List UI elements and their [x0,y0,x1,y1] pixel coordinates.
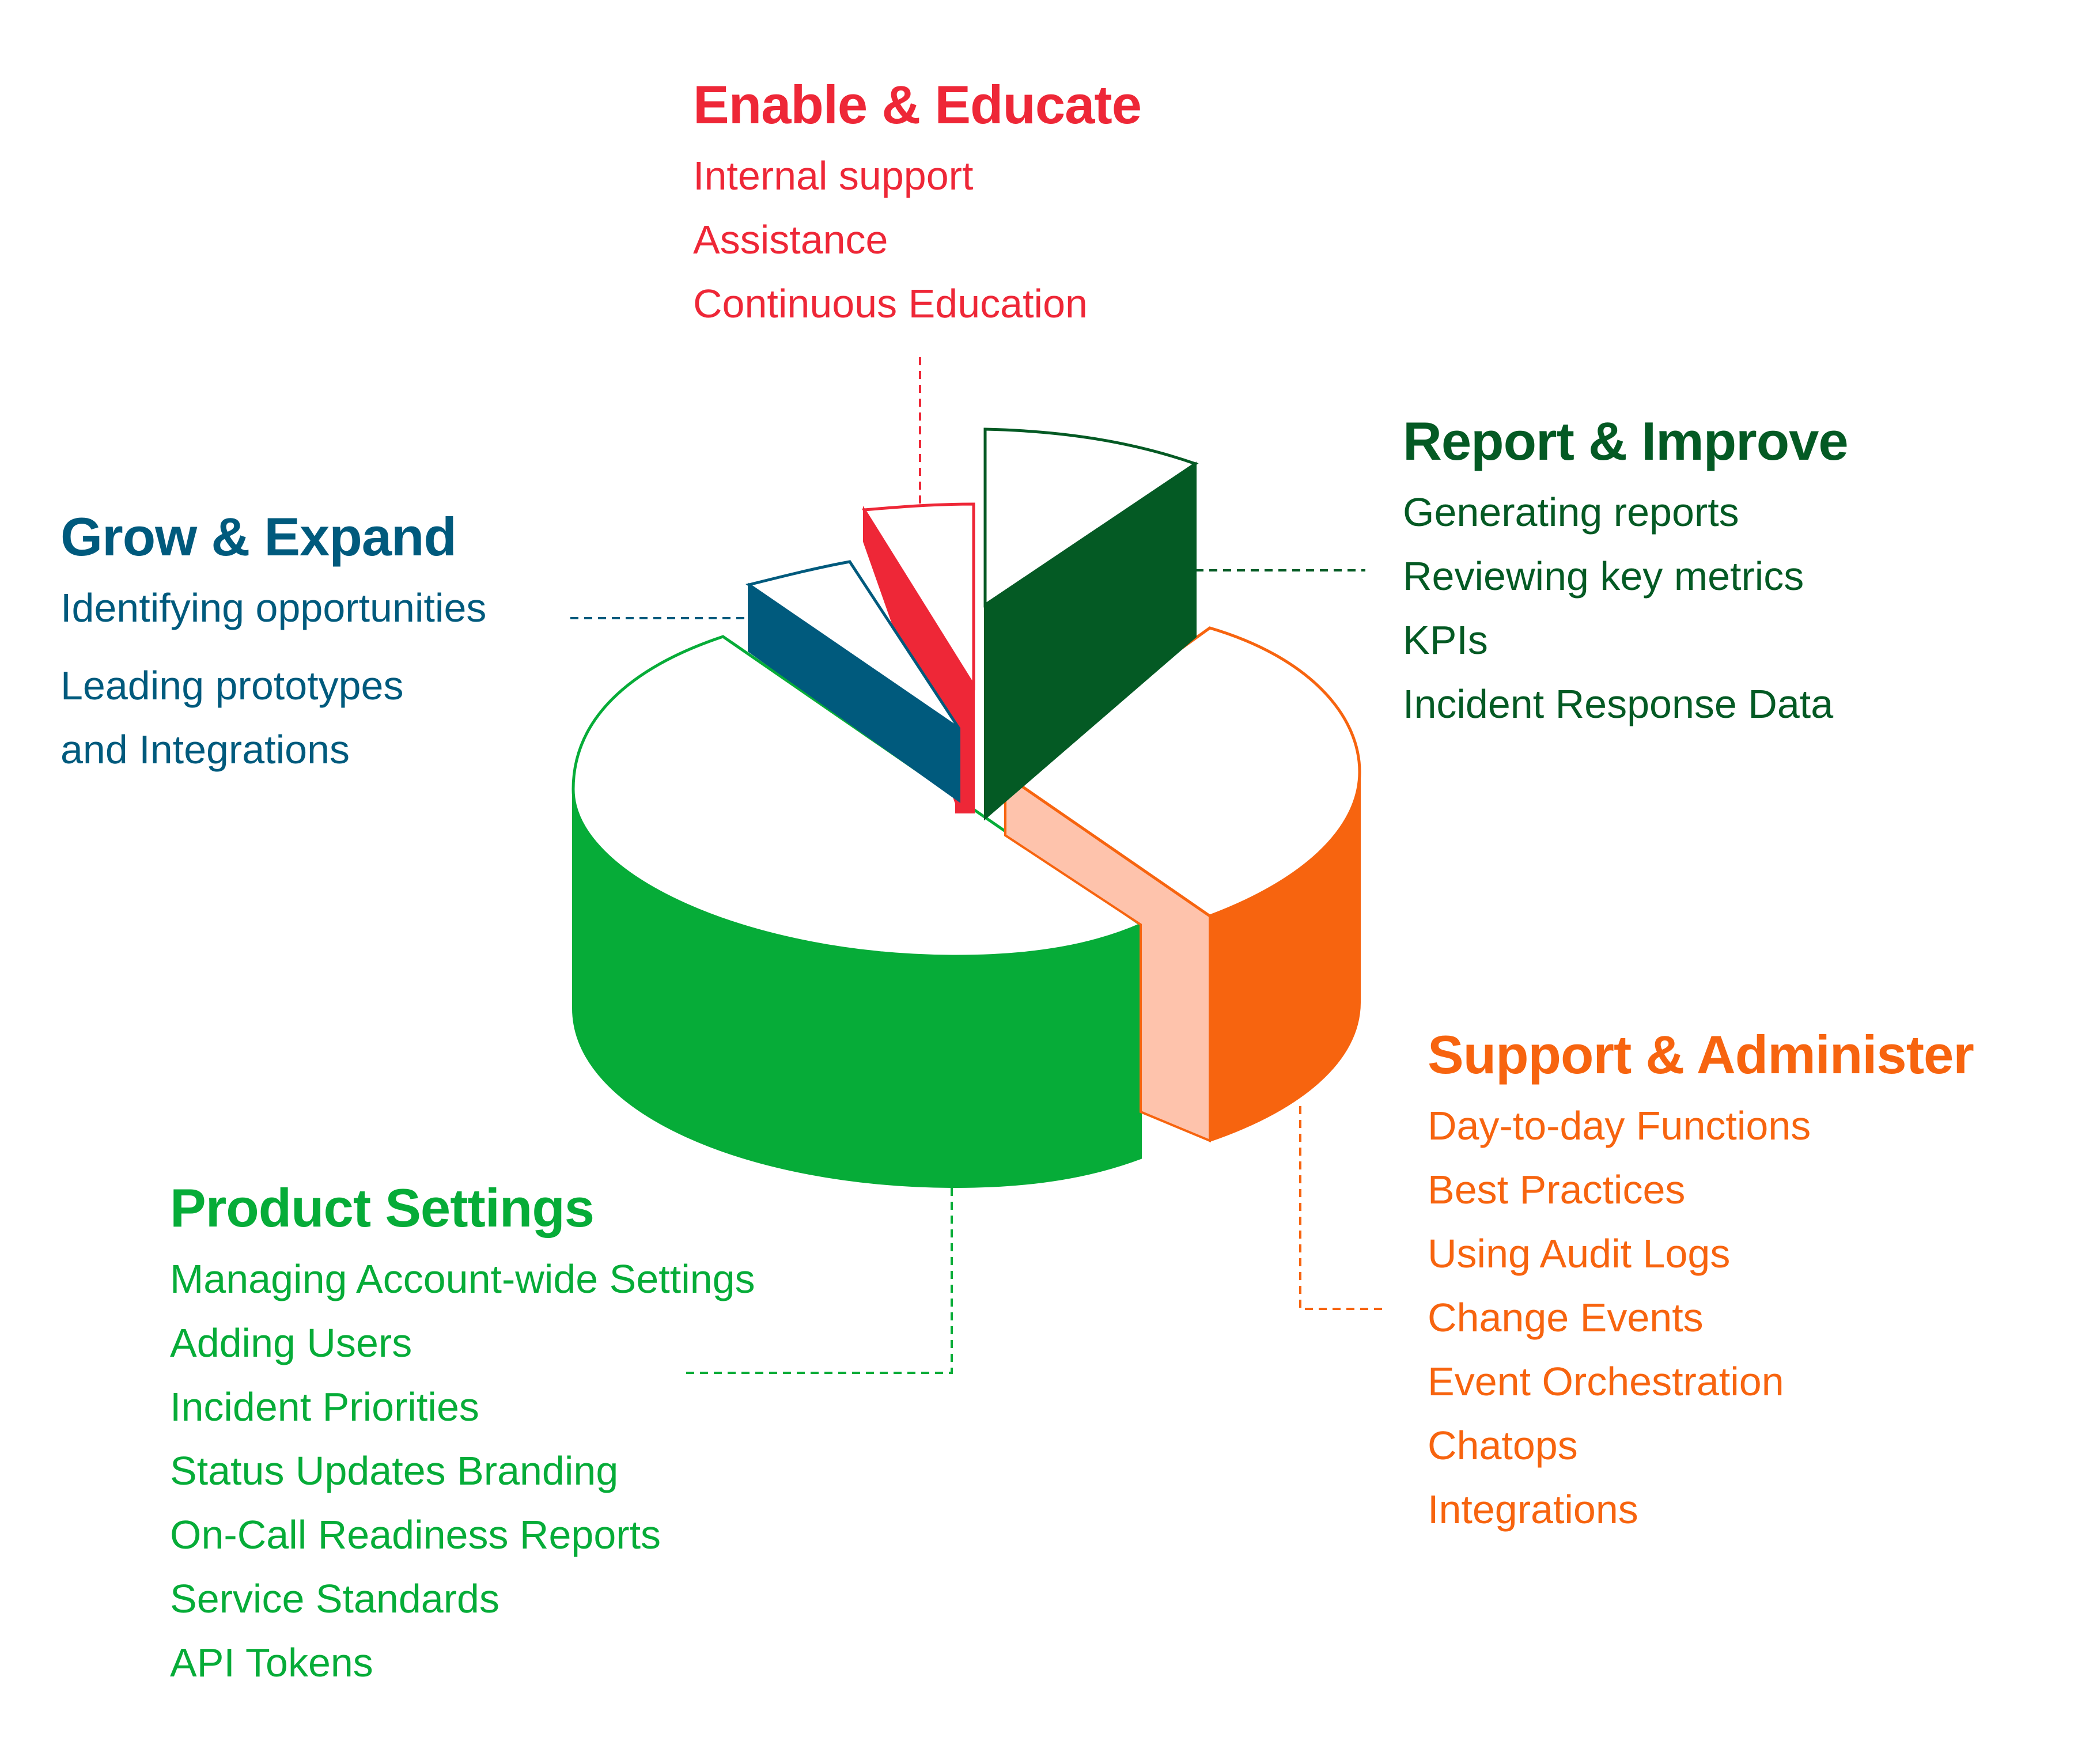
label-group-grow-expand: Grow & Expand Identifying opportunities … [60,505,486,782]
group-item: Best Practices [1428,1167,1686,1212]
pie-slice-report-improve [983,427,1199,821]
group-items: Managing Account-wide Settings Adding Us… [170,1247,755,1695]
label-group-enable-educate: Enable & Educate Internal support Assist… [693,73,1142,336]
label-group-product-settings: Product Settings Managing Account-wide S… [170,1176,755,1695]
group-item: Event Orchestration [1428,1359,1784,1404]
group-title: Grow & Expand [60,506,457,567]
group-items: Identifying opportunities Leading protot… [60,576,486,782]
label-group-support-administer: Support & Administer Day-to-day Function… [1428,1023,1974,1542]
label-group-report-improve: Report & Improve Generating reports Revi… [1403,409,1849,736]
group-items: Generating reports Reviewing key metrics… [1403,480,1848,736]
group-item: Incident Priorities [170,1384,479,1429]
group-item: Service Standards [170,1576,499,1621]
group-item: Managing Account-wide Settings [170,1256,755,1301]
group-items: Internal support Assistance Continuous E… [693,144,1141,336]
group-item: Chatops [1428,1423,1578,1468]
group-item: Integrations [1428,1487,1638,1532]
pie-slice-grow-expand [745,560,961,803]
group-title: Enable & Educate [693,74,1142,135]
group-item: KPIs [1403,618,1488,663]
group-item: Reviewing key metrics [1403,554,1804,599]
leader-support [1299,1106,1383,1310]
group-item: Incident Response Data [1403,682,1834,726]
group-item: Generating reports [1403,490,1739,535]
group-item: Adding Users [170,1320,412,1365]
group-item: Assistance [693,217,888,262]
group-item: Using Audit Logs [1428,1231,1731,1276]
slice-grow-top [745,560,961,730]
slice-product-top [571,635,1144,958]
group-item: Identifying opportunities [60,585,487,630]
leader-lines [570,357,1383,1374]
slice-enable-top [861,502,975,691]
pie-slice-support-administer [1002,626,1361,1142]
group-item: and Integrations [60,727,350,772]
group-title: Product Settings [170,1178,595,1238]
group-item: API Tokens [170,1640,373,1685]
slice-report-top [983,427,1199,608]
group-item: Status Updates Branding [170,1448,619,1493]
group-title: Report & Improve [1403,411,1849,471]
group-title: Support & Administer [1428,1024,1974,1085]
pie-slice-product-settings [571,635,1144,1188]
group-item: Continuous Education [693,281,1088,326]
slice-support-top [1002,626,1361,918]
group-item: Leading prototypes [60,663,404,708]
leader-product [686,1188,953,1374]
group-item: Internal support [693,153,974,198]
group-item: Change Events [1428,1295,1704,1340]
group-item: Day-to-day Functions [1428,1103,1811,1148]
group-items: Day-to-day Functions Best Practices Usin… [1428,1094,1974,1542]
group-item: On-Call Readiness Reports [170,1512,661,1557]
